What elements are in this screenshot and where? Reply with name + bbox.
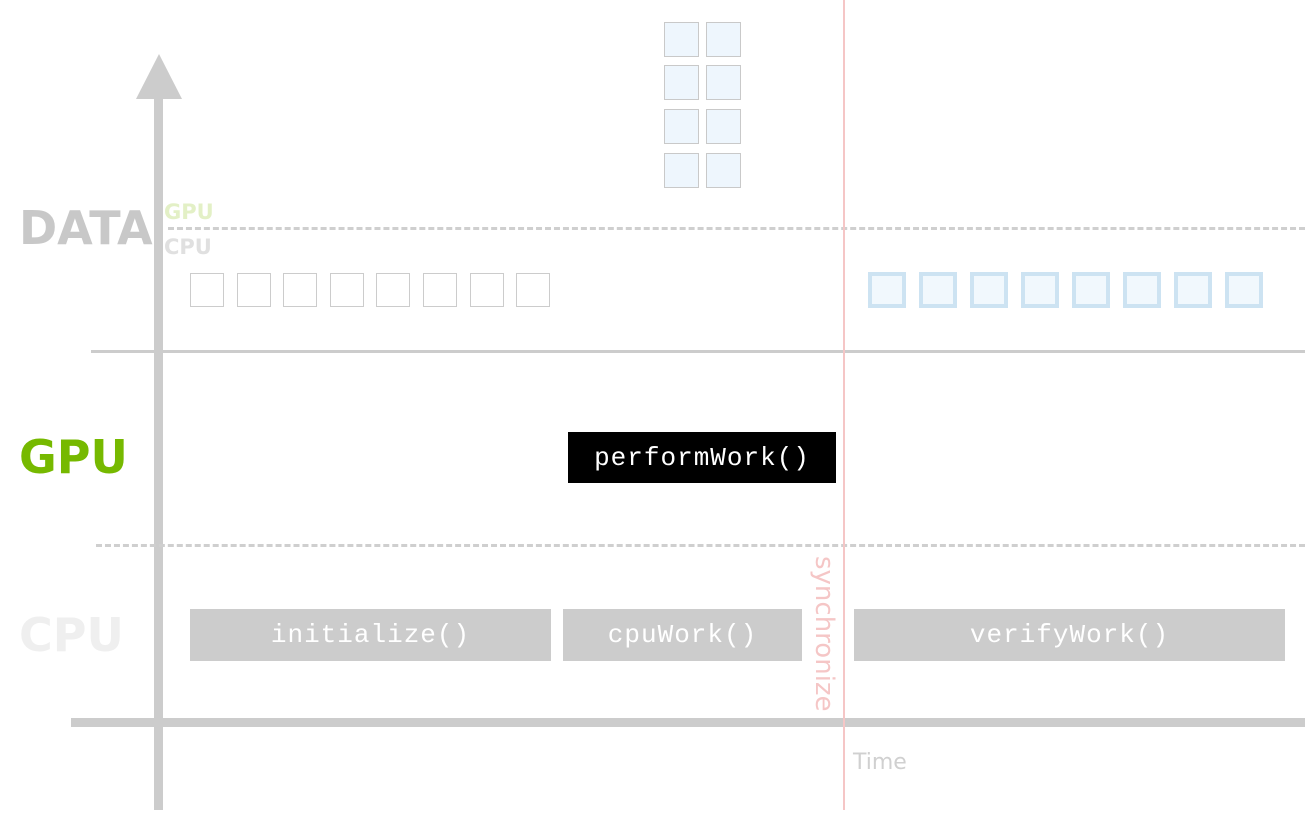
synced-data-cell — [868, 272, 906, 308]
data-gpu-sublabel: GPU — [164, 200, 214, 224]
data-lane-label: DATA — [19, 201, 153, 255]
synced-data-cell — [1021, 272, 1059, 308]
synced-data-cell — [1123, 272, 1161, 308]
initialize-task: initialize() — [190, 609, 551, 661]
gpu-lane-label: GPU — [19, 430, 128, 484]
cpu-data-cell — [470, 273, 504, 307]
synced-data-cell — [1225, 272, 1263, 308]
gpu-data-cell — [706, 109, 741, 144]
synchronize-line — [843, 0, 845, 810]
cpu-data-cell — [190, 273, 224, 307]
cpu-data-cell — [423, 273, 457, 307]
data-cpu-sublabel: CPU — [164, 235, 212, 259]
synced-data-cell — [1174, 272, 1212, 308]
gpu-data-cell — [664, 65, 699, 100]
cpu-work-task: cpuWork() — [563, 609, 802, 661]
cpu-data-cell — [376, 273, 410, 307]
axis-arrowhead — [136, 54, 182, 99]
verify-work-task: verifyWork() — [854, 609, 1285, 661]
synced-data-cell — [1072, 272, 1110, 308]
cpu-data-cell — [330, 273, 364, 307]
data-gpu-lane-divider — [91, 350, 1305, 353]
gpu-data-cell — [664, 109, 699, 144]
gpu-data-cell — [706, 153, 741, 188]
time-label: Time — [853, 750, 907, 775]
gpu-data-cell — [664, 22, 699, 57]
time-axis — [71, 718, 1305, 727]
synchronize-label: synchronize — [809, 556, 839, 712]
gpu-cpu-lane-divider — [96, 544, 1305, 547]
synced-data-cell — [970, 272, 1008, 308]
cpu-data-cell — [516, 273, 550, 307]
perform-work-task: performWork() — [568, 432, 836, 483]
gpu-data-cell — [706, 65, 741, 100]
cpu-data-cell — [237, 273, 271, 307]
gpu-data-cell — [664, 153, 699, 188]
gpu-data-cell — [706, 22, 741, 57]
vertical-axis — [154, 96, 163, 810]
cpu-lane-label: CPU — [19, 608, 124, 662]
synced-data-cell — [919, 272, 957, 308]
gpu-cpu-data-divider — [168, 227, 1305, 230]
cpu-data-cell — [283, 273, 317, 307]
